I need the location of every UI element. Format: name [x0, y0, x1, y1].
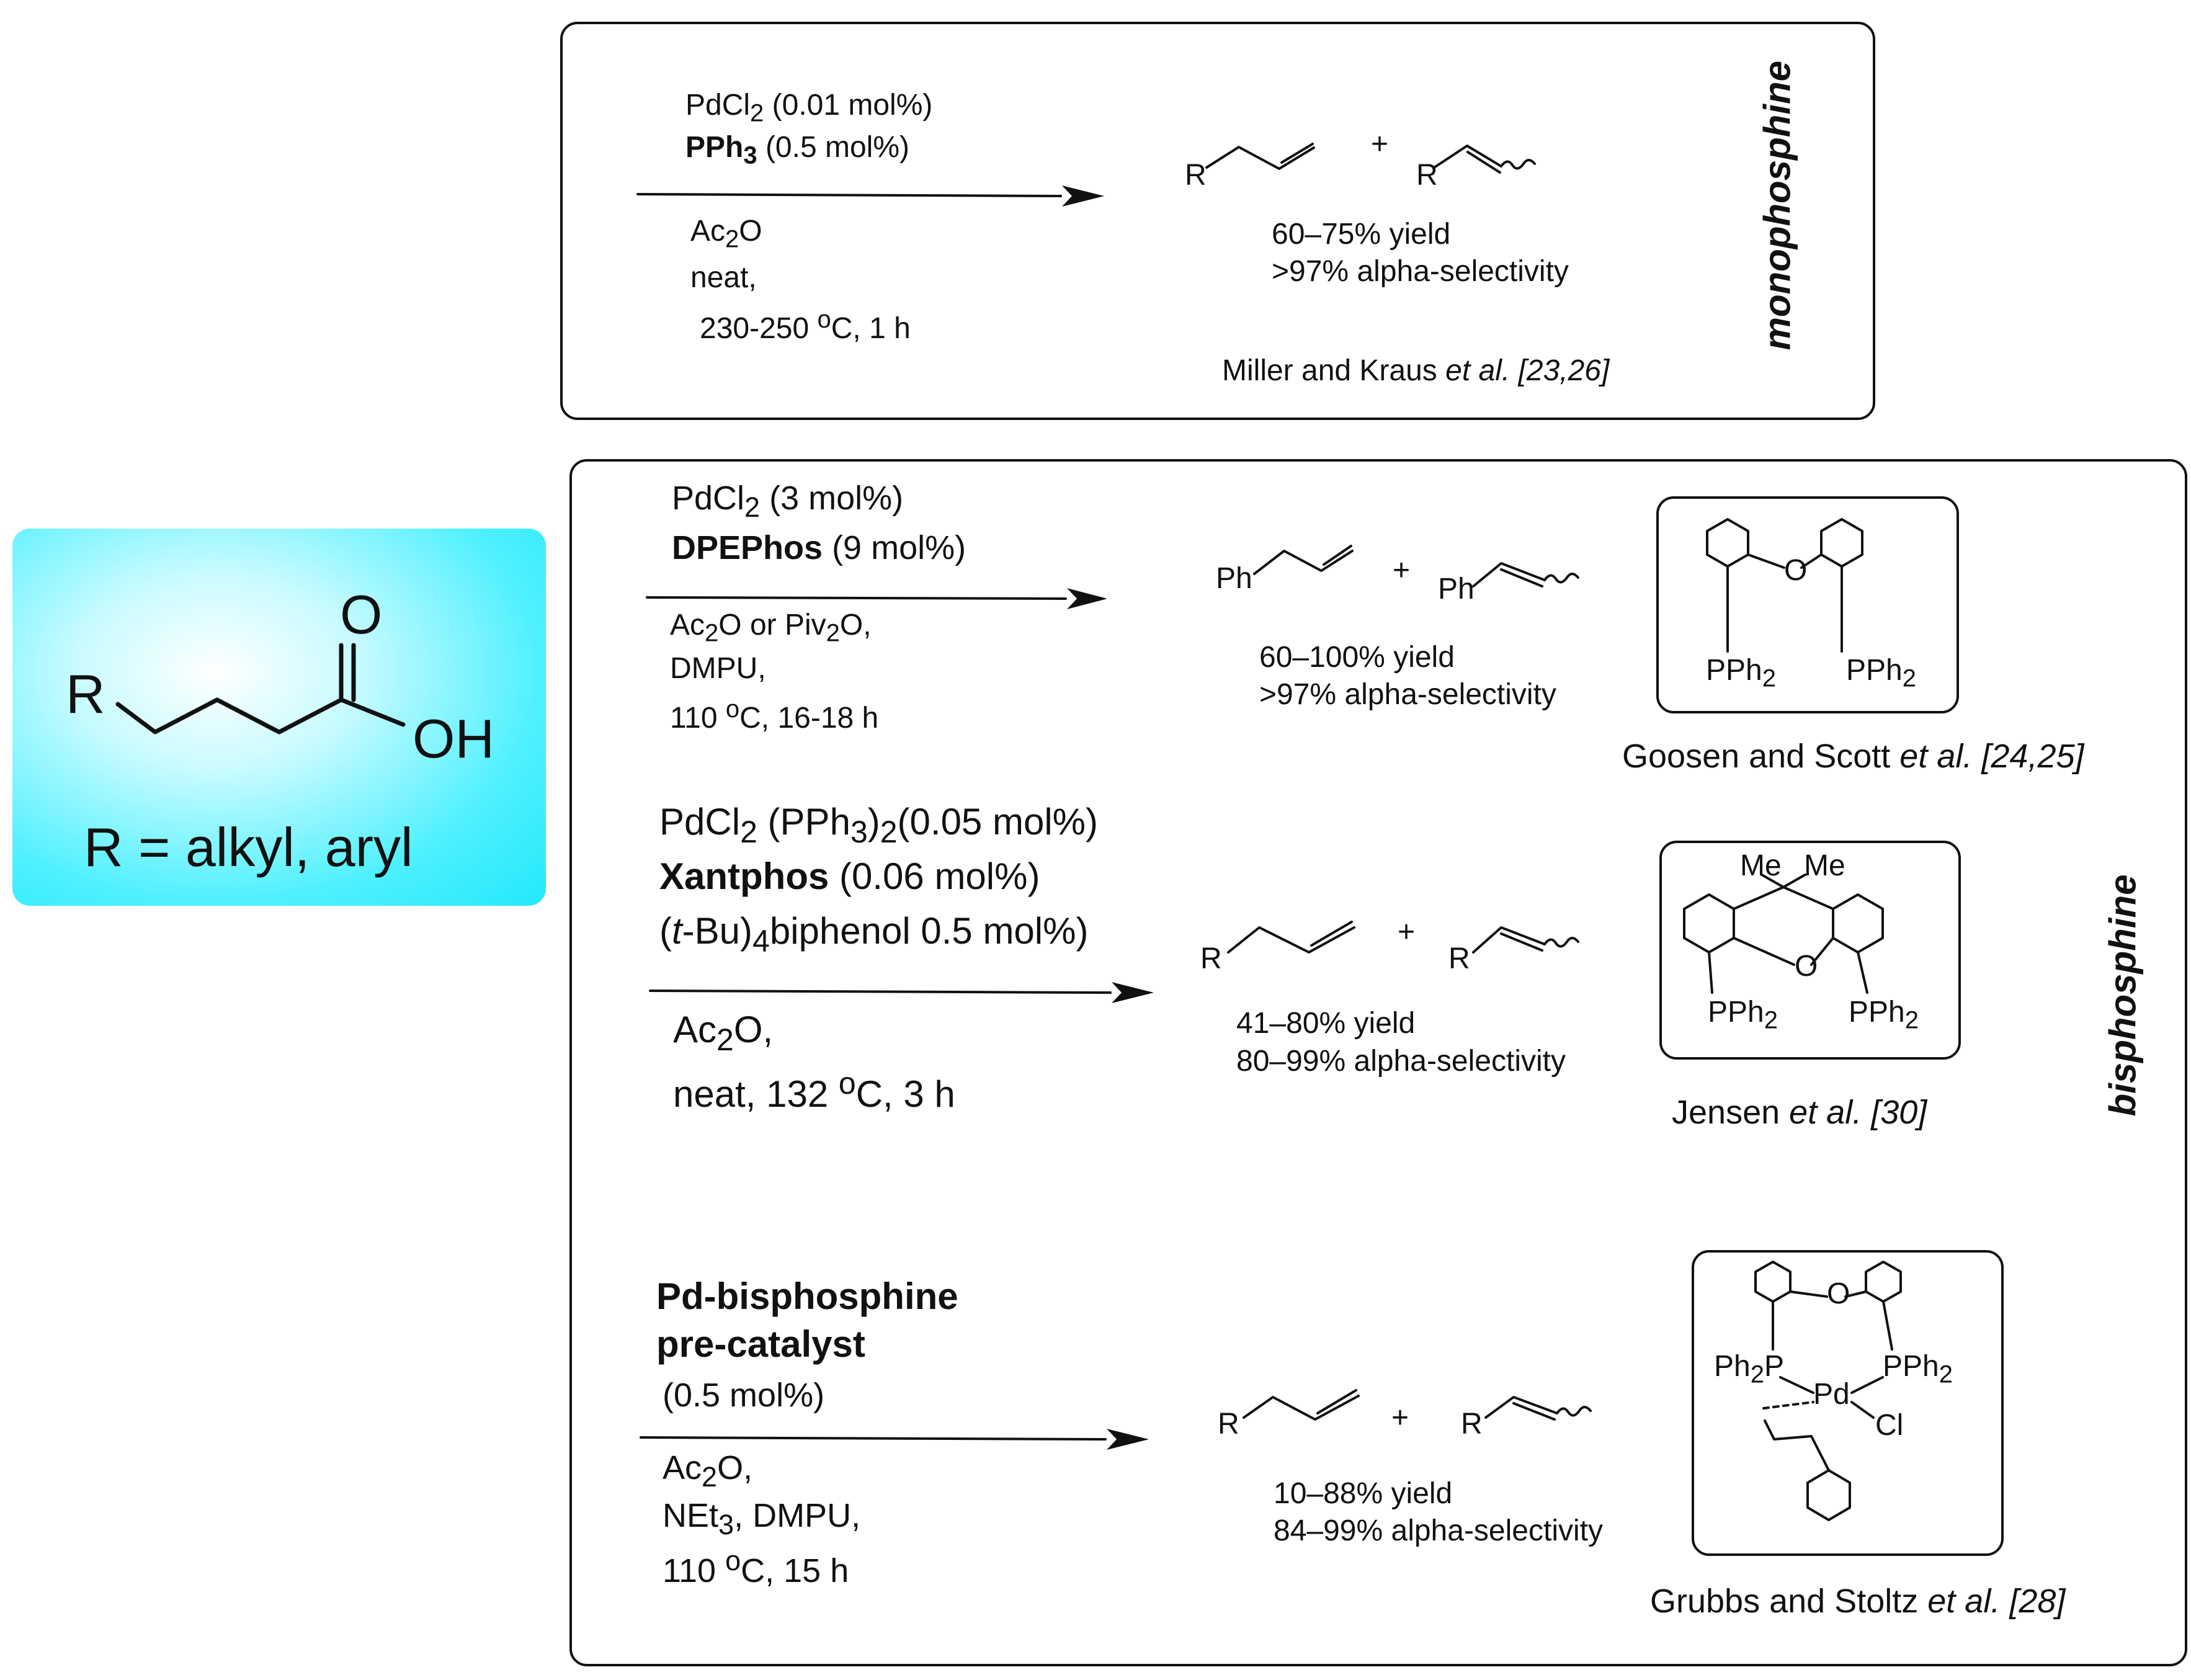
mono-plus: +	[1371, 128, 1389, 161]
entry1-condition-line1: Ac2O or Piv2O,	[670, 609, 872, 647]
dpephos-structure-frame	[1656, 496, 1959, 713]
entry2-selectivity: 80–99% alpha-selectivity	[1236, 1045, 1566, 1078]
precatalyst-cl-label: Cl	[1875, 1409, 1904, 1442]
entry1-product-ph: Ph	[1216, 562, 1252, 595]
precatalyst-o-label: O	[1827, 1277, 1850, 1310]
mono-condition-reagent: Ac2O	[690, 215, 762, 253]
mono-selectivity: >97% alpha-selectivity	[1272, 255, 1569, 288]
entry2-condition-line1: Ac2O,	[673, 1009, 774, 1057]
entry3-yield: 10–88% yield	[1274, 1477, 1453, 1510]
precatalyst-pph2-label: PPh2	[1883, 1350, 1953, 1388]
mono-catalyst: PdCl2 (0.01 mol%)	[685, 89, 933, 127]
entry2-condition-line2: neat, 132 oC, 3 h	[673, 1066, 955, 1115]
entry2-product-r2: R	[1448, 942, 1470, 975]
mono-reaction-arrow	[636, 193, 1062, 197]
entry3-catalyst-line1: Pd-bisphosphine	[656, 1276, 958, 1317]
starting-r-label: R	[66, 663, 105, 725]
entry3-reaction-arrow	[640, 1436, 1107, 1441]
entry3-catalyst-line2: pre-catalyst	[656, 1323, 865, 1365]
entry1-condition-line2: DMPU,	[670, 652, 766, 685]
monophosphine-panel	[560, 22, 1875, 420]
entry2-reference: Jensen et al. [30]	[1672, 1094, 1927, 1131]
entry2-plus: +	[1398, 916, 1416, 949]
entry2-catalyst: PdCl2 (PPh3)2(0.05 mol%)	[659, 801, 1098, 849]
mono-condition-medium: neat,	[690, 261, 757, 294]
xantphos-pph2-left: PPh2	[1708, 996, 1778, 1034]
entry1-product-ph2: Ph	[1438, 573, 1475, 605]
entry2-ligand: Xantphos (0.06 mol%)	[659, 856, 1040, 897]
entry1-ligand: DPEPhos (9 mol%)	[672, 529, 966, 566]
mono-condition-temp: 230-250 oC, 1 h	[700, 306, 911, 345]
dpephos-pph2-right: PPh2	[1846, 654, 1916, 692]
mono-yield: 60–75% yield	[1272, 218, 1451, 251]
entry3-reference: Grubbs and Stoltz et al. [28]	[1650, 1583, 2066, 1620]
entry2-reaction-arrow	[649, 990, 1112, 994]
entry1-selectivity: >97% alpha-selectivity	[1259, 678, 1556, 711]
mono-reference: Miller and Kraus et al. [23,26]	[1222, 354, 1610, 387]
entry2-additive: (t-Bu)4biphenol 0.5 mol%)	[659, 910, 1089, 958]
xantphos-o-label: O	[1795, 950, 1818, 983]
precatalyst-structure-frame	[1692, 1250, 2004, 1556]
precatalyst-pd-label: Pd	[1813, 1378, 1850, 1411]
dpephos-pph2-left: PPh2	[1706, 654, 1776, 692]
starting-oh-label: OH	[413, 708, 494, 769]
starting-material-box	[12, 529, 546, 906]
entry1-yield: 60–100% yield	[1259, 641, 1455, 674]
xantphos-me-left: Me	[1740, 849, 1782, 882]
entry1-catalyst: PdCl2 (3 mol%)	[672, 480, 904, 523]
entry1-plus: +	[1393, 554, 1411, 587]
bisphosphine-panel	[569, 459, 2187, 1666]
entry2-yield: 41–80% yield	[1236, 1007, 1416, 1040]
entry1-reaction-arrow	[646, 596, 1067, 600]
mono-product-r: R	[1185, 159, 1207, 192]
starting-r-definition: R = alkyl, aryl	[84, 816, 413, 878]
mono-product-r2: R	[1416, 159, 1438, 192]
entry1-reference: Goosen and Scott et al. [24,25]	[1622, 738, 2084, 775]
entry3-product-r: R	[1218, 1408, 1239, 1441]
mono-ligand: PPh3 (0.5 mol%)	[685, 131, 909, 169]
precatalyst-ph2p-label: Ph2P	[1714, 1350, 1784, 1388]
xantphos-me-right: Me	[1804, 849, 1845, 882]
xantphos-structure-frame	[1659, 841, 1961, 1060]
entry3-plus: +	[1391, 1401, 1409, 1434]
entry2-product-r: R	[1200, 942, 1222, 975]
xantphos-pph2-right: PPh2	[1849, 996, 1919, 1034]
entry3-loading: (0.5 mol%)	[663, 1377, 825, 1414]
entry1-condition-line3: 110 oC, 16-18 h	[670, 695, 879, 735]
entry3-condition-line3: 110 oC, 15 h	[663, 1545, 849, 1589]
entry3-condition-line1: Ac2O,	[663, 1449, 753, 1493]
entry3-product-r2: R	[1461, 1408, 1483, 1441]
dpephos-o-label: O	[1784, 554, 1808, 587]
entry3-selectivity: 84–99% alpha-selectivity	[1274, 1514, 1603, 1547]
entry3-condition-line2: NEt3, DMPU,	[663, 1497, 861, 1540]
starting-carbonyl-o-label: O	[340, 584, 383, 645]
